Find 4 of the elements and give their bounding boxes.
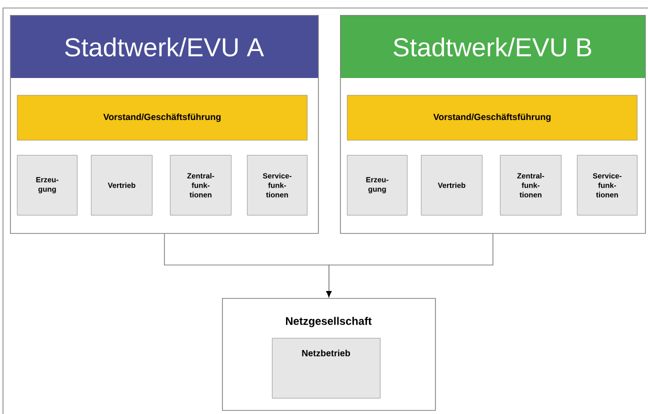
board-box: Vorstand/Geschäftsführung — [17, 95, 308, 140]
unit-box: Netzbetrieb — [272, 338, 380, 398]
arrow — [326, 233, 494, 297]
board-box: Vorstand/Geschäftsführung — [347, 95, 638, 140]
